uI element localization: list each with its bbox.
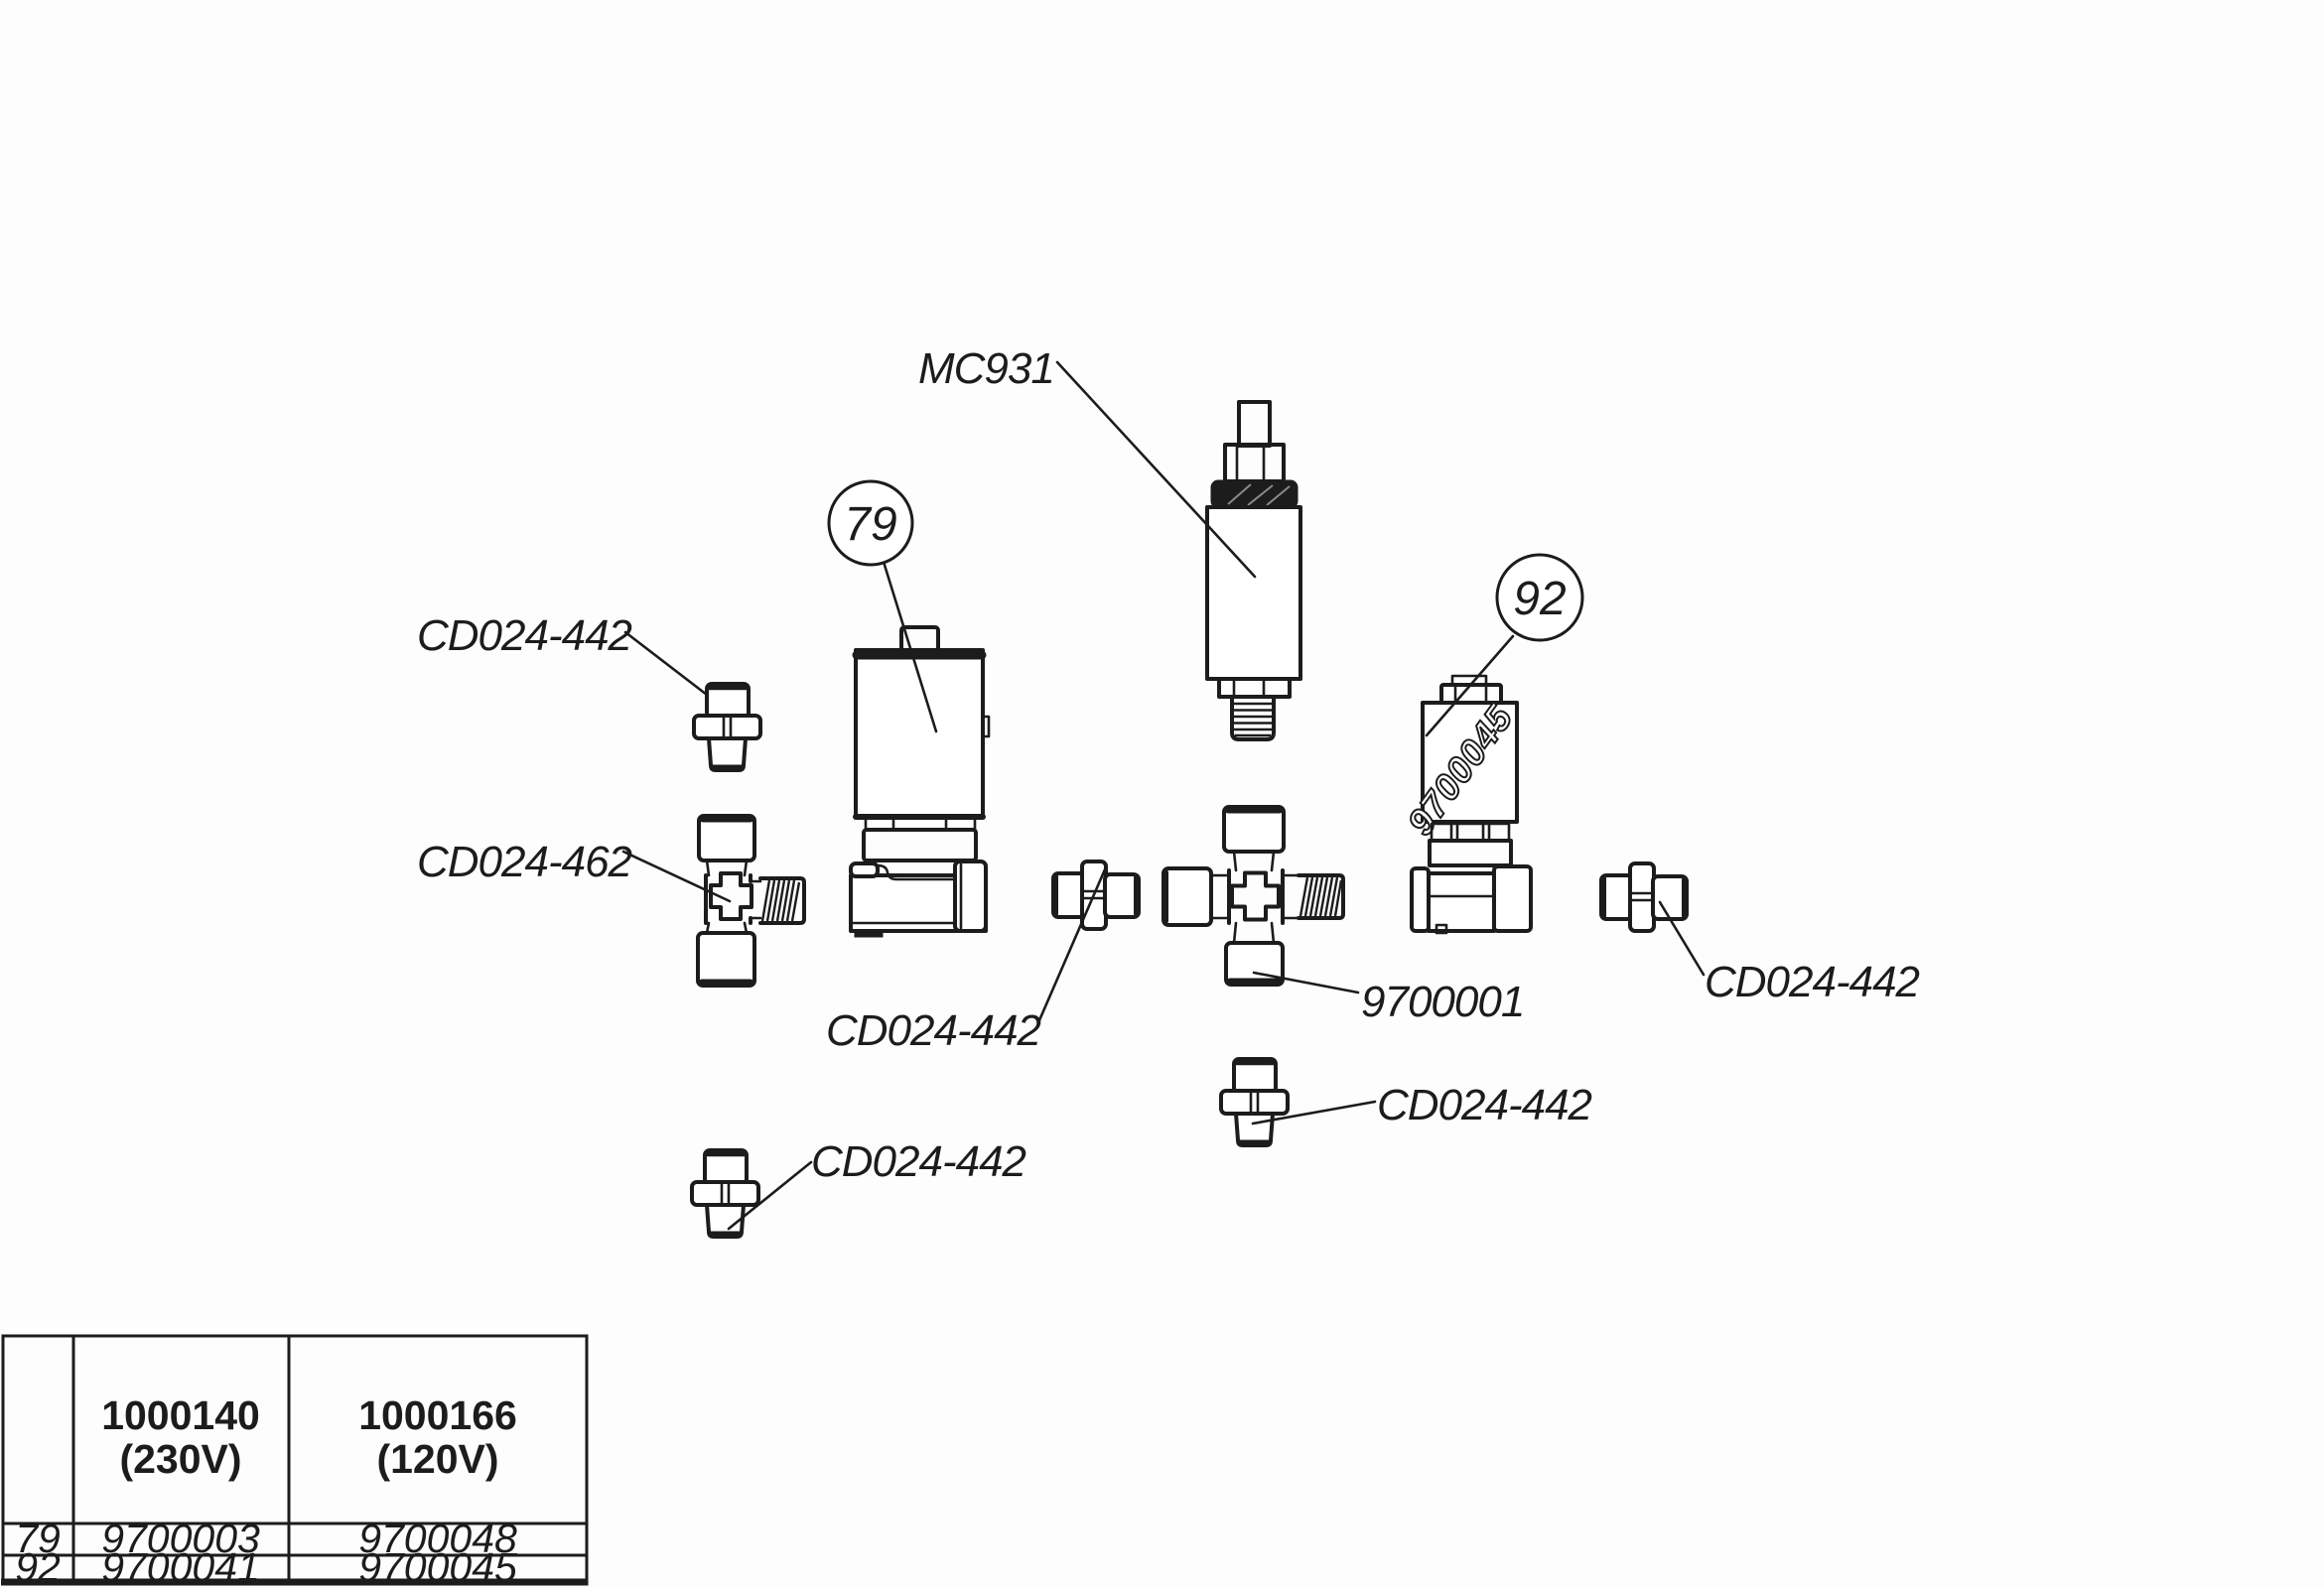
parts-table: 1000140 (230V) 1000166 (120V) 79 9700003… [1, 1334, 589, 1588]
mc931-neck [1217, 677, 1292, 699]
mc931-body [1205, 505, 1302, 681]
tee-bottom-port [696, 931, 756, 988]
coil-side-nub [981, 715, 991, 738]
table-row: 79 9700003 9700048 [15, 1516, 517, 1561]
valve-foot [854, 929, 884, 938]
cross-fitting-9700001-drawing [1162, 805, 1345, 987]
mc931-solenoid-drawing [1205, 400, 1302, 741]
leader-cd024-462 [621, 850, 732, 903]
fitting-cd024-442-right [1601, 863, 1687, 931]
label-cd024-442-top-left: CD024-442 [417, 611, 632, 660]
valve-base-lip [849, 861, 880, 878]
callout-79-number: 79 [844, 498, 896, 551]
tee-plus-cutout [709, 871, 753, 921]
callout-92: 92 [1495, 553, 1584, 642]
valve-outlet-port [1492, 864, 1533, 933]
fitting-cd024-442-middle [1053, 861, 1139, 929]
fitting-cd024-442-bottom-left [692, 1150, 758, 1237]
cross-top-port [1222, 805, 1286, 854]
label-cd024-442-middle: CD024-442 [826, 1006, 1041, 1055]
tee-fitting-cd024-462-drawing [696, 814, 806, 988]
tee-male-thread-port [758, 876, 806, 925]
mc931-top-stem [1237, 400, 1272, 448]
cross-male-thread-port [1297, 873, 1345, 920]
leader-cd024-442-top-left [623, 630, 709, 697]
leader-9700001 [1252, 971, 1360, 994]
row-79-ref: 79 [15, 1516, 61, 1561]
leader-cd024-442-middle [1037, 867, 1107, 1022]
thread-hatch [760, 879, 801, 922]
row-92-ref: 92 [15, 1544, 61, 1588]
label-cd024-442-bottom-left: CD024-442 [811, 1137, 1026, 1186]
leader-cd024-442-bottom-left [727, 1160, 813, 1231]
valve-outlet-block [953, 860, 988, 933]
fitting-cd024-442-top-left [694, 684, 760, 770]
mc931-upper-block [1223, 443, 1286, 483]
table-header-model-120v: 1000166 [358, 1392, 517, 1438]
valve-base [1427, 871, 1496, 933]
label-cd024-442-bottom-center: CD024-442 [1377, 1081, 1592, 1129]
solenoid-valve-92-drawing: 9700045 [1399, 674, 1533, 935]
leader-lines [621, 360, 1706, 1231]
callout-79: 79 [827, 479, 914, 567]
leader-callout-79 [882, 560, 938, 733]
leader-cd024-442-right [1658, 900, 1706, 977]
valve-bonnet [1428, 839, 1513, 867]
table-header-model-230v: 1000140 [101, 1392, 260, 1438]
table-header-voltage-230v: (230V) [119, 1436, 241, 1482]
mc931-seal-band [1210, 479, 1299, 509]
leader-cd024-442-bottom-center [1251, 1100, 1377, 1125]
label-cd024-442-right: CD024-442 [1705, 958, 1920, 1006]
label-cd024-462: CD024-462 [417, 838, 632, 886]
row-79-part-230v: 9700003 [101, 1516, 260, 1561]
leader-callout-92 [1425, 634, 1515, 737]
callout-92-number: 92 [1513, 573, 1566, 625]
row-92-part-120v: 9700045 [358, 1544, 517, 1588]
cross-plus-cutout [1230, 870, 1281, 922]
tee-top-port [697, 814, 756, 862]
row-92-part-230v: 9700041 [101, 1544, 260, 1588]
leader-mc931 [1055, 360, 1257, 579]
label-9700001: 9700001 [1361, 978, 1524, 1026]
valve-bonnet [862, 828, 978, 862]
valve-inlet-port [1410, 866, 1431, 933]
coil-hex-nut [1439, 683, 1503, 705]
solenoid-valve-79-drawing [849, 625, 991, 938]
thread-hatch [1299, 876, 1343, 917]
callout-circle [1495, 553, 1584, 642]
fitting-cd024-442-bottom-center [1221, 1059, 1288, 1145]
valve-foot [1435, 923, 1448, 935]
callout-circle [827, 479, 914, 567]
cross-left-port [1162, 866, 1213, 927]
thread-lines [1232, 702, 1274, 737]
table-header-voltage-120v: (120V) [376, 1436, 498, 1482]
table-row: 92 9700041 9700045 [15, 1544, 517, 1588]
label-mc931: MC931 [918, 344, 1054, 393]
part-labels: MC931 CD024-442 CD024-462 CD024-442 9700… [417, 344, 1921, 1186]
row-79-part-120v: 9700048 [358, 1516, 517, 1561]
